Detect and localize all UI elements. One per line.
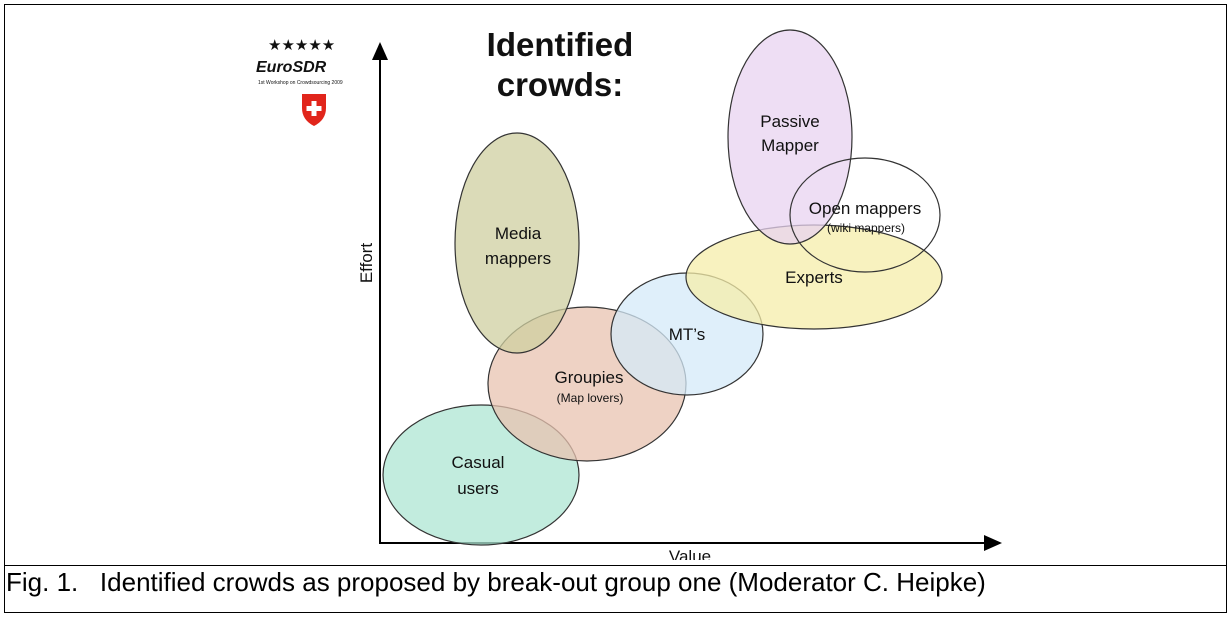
crowds-diagram: ★★★★★ EuroSDR 1st Workshop on Crowdsourc…	[256, 26, 1002, 560]
crowd-media-mappers	[454, 132, 580, 354]
open-mappers-label-line1: Open mappers	[809, 199, 921, 218]
logo-subtext: 1st Workshop on Crowdsourcing 2009	[258, 80, 343, 86]
media-mappers-label-line1: Media	[495, 224, 542, 243]
open-mappers-label-line2: (wiki mappers)	[827, 221, 905, 235]
mts-label: MT’s	[669, 325, 706, 344]
casual-users-label-line2: users	[457, 479, 499, 498]
logo-text: EuroSDR	[256, 59, 327, 76]
logo-stars: ★★★★★	[268, 37, 335, 54]
passive-mapper-label-line1: Passive	[760, 112, 820, 131]
experts-label: Experts	[785, 268, 843, 287]
eurosdr-logo: ★★★★★ EuroSDR 1st Workshop on Crowdsourc…	[256, 37, 343, 126]
crowd-passive-mapper	[727, 29, 853, 245]
passive-mapper-label-line2: Mapper	[761, 136, 819, 155]
x-axis-label: Value	[669, 547, 711, 560]
groupies-label-line1: Groupies	[555, 368, 624, 387]
casual-users-label-line1: Casual	[452, 453, 505, 472]
figure-caption: Fig. 1. Identified crowds as proposed by…	[6, 567, 986, 597]
crowd-open-mappers	[789, 157, 941, 273]
diagram-title-line1: Identified	[487, 26, 634, 63]
media-mappers-label-line2: mappers	[485, 249, 551, 268]
caption-divider	[5, 565, 1226, 566]
y-axis-label: Effort	[357, 243, 376, 284]
groupies-label-line2: (Map lovers)	[557, 391, 624, 405]
figure-frame	[4, 4, 1227, 613]
swiss-shield-icon	[302, 94, 326, 126]
diagram-title-line2: crowds:	[497, 66, 624, 103]
